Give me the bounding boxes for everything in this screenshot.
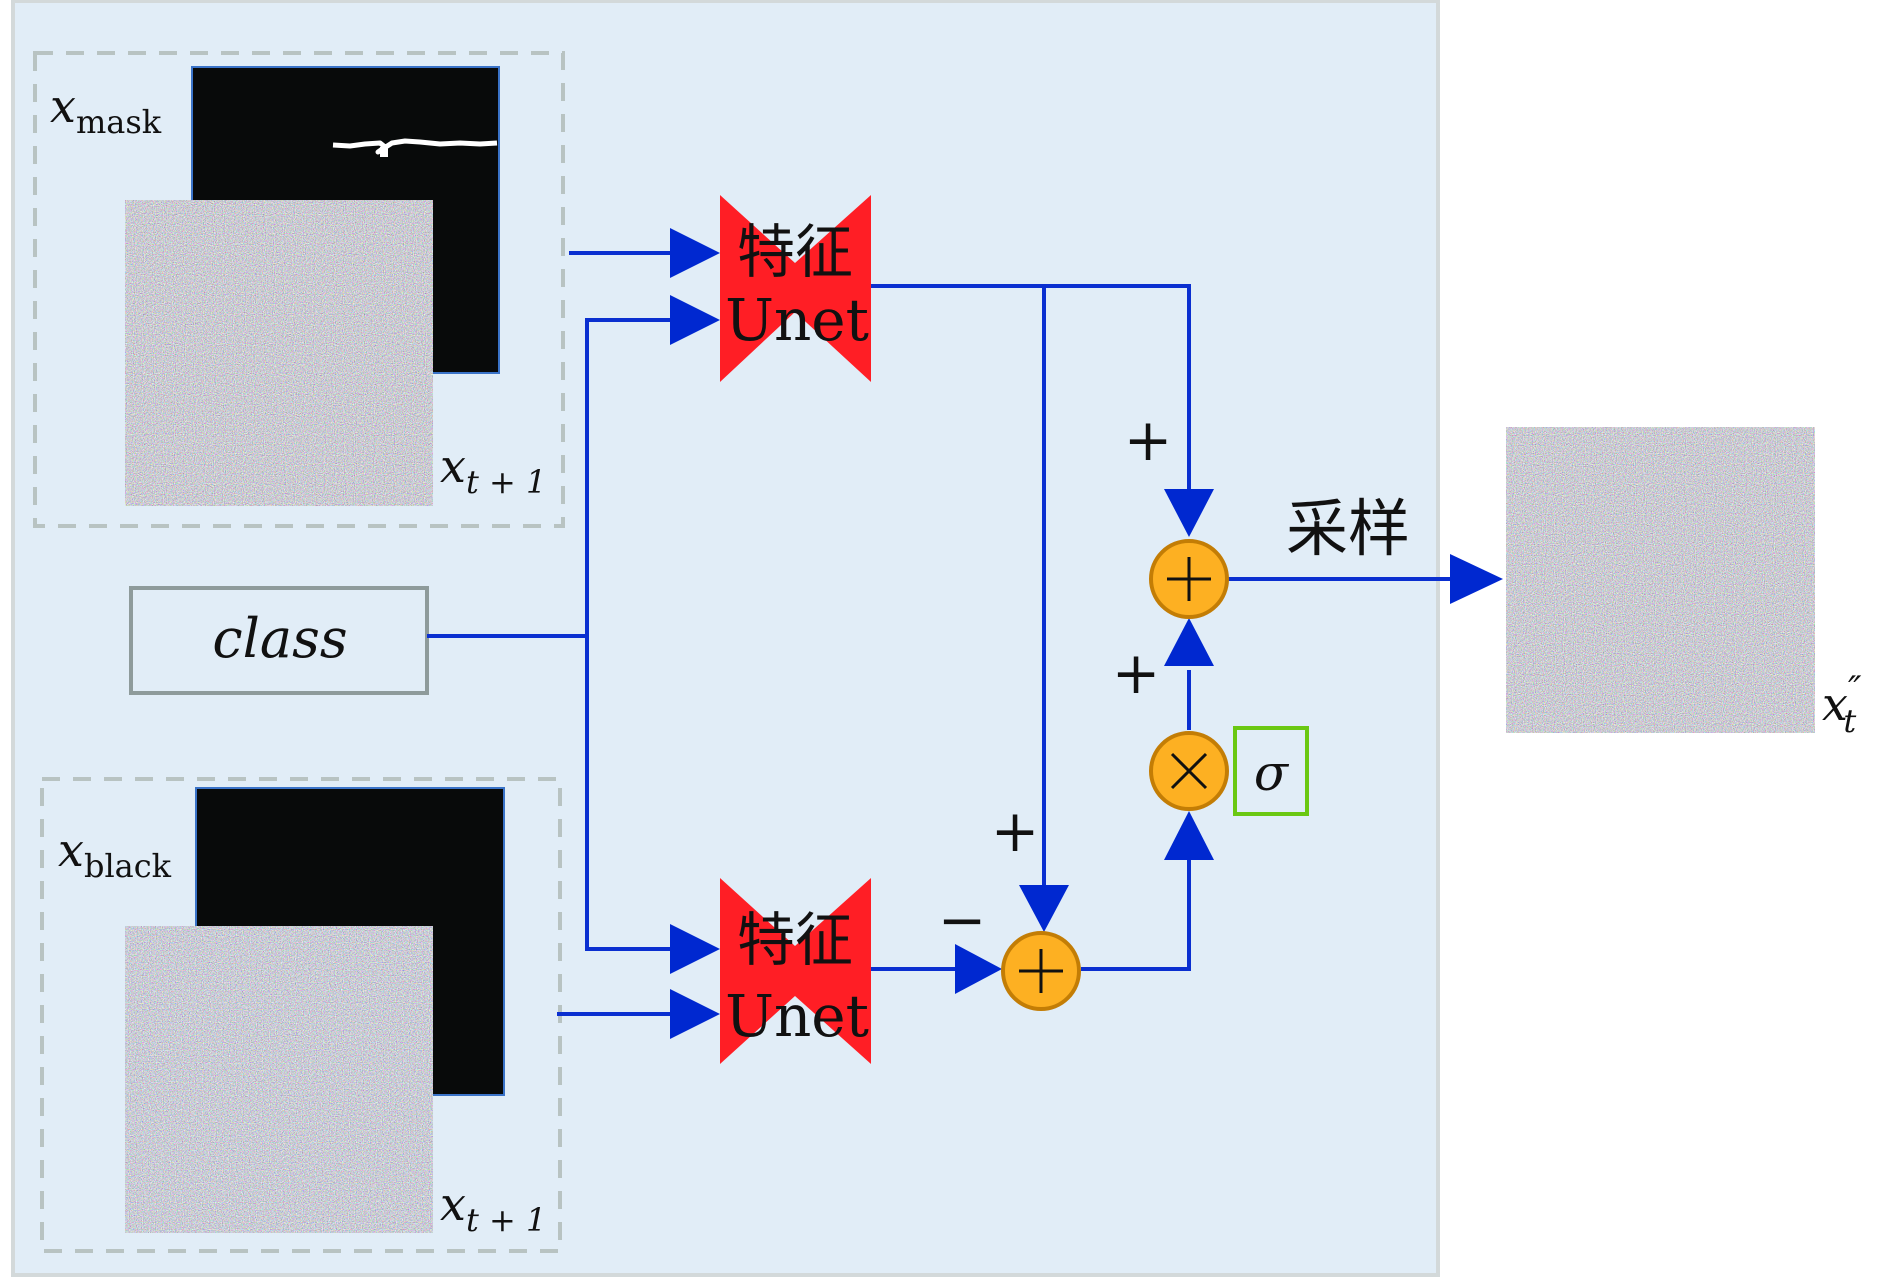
unet-label-cn: 特征 (737, 906, 853, 974)
arrowhead (670, 228, 720, 278)
unet-shape (720, 878, 871, 1064)
output-image[interactable] (1505, 426, 1816, 734)
sum-bottom-operator (1001, 931, 1081, 1011)
signs: + + + − (938, 406, 1173, 954)
noise-label-top: xt + 1 (440, 439, 546, 501)
top-input-group: xmask xt + 1 (33, 51, 565, 528)
class-input: class (129, 586, 429, 695)
multiply-operator (1149, 731, 1229, 811)
output-group: x″t (1505, 426, 1862, 740)
arrowhead (1450, 554, 1503, 604)
sigma-label: σ (1254, 744, 1290, 802)
noise-image-top[interactable] (124, 199, 434, 507)
unet-label-en: Unet (725, 286, 869, 354)
sign-minus-bottom: − (938, 886, 987, 954)
sigma-box[interactable]: σ (1233, 726, 1309, 816)
times-icon (1170, 752, 1208, 790)
wires (427, 228, 1503, 1039)
wire-bus-up (585, 318, 675, 636)
class-box[interactable] (129, 586, 429, 695)
sampling-label: 采样 (1286, 492, 1410, 565)
arrowhead (1164, 811, 1214, 860)
bottom-input-group: xblack xt + 1 (40, 777, 562, 1253)
wire-top-unet-out (871, 284, 1191, 492)
unet-bottom[interactable]: 特征 Unet (720, 878, 871, 1064)
mask-crack (332, 138, 498, 155)
arrowhead (670, 989, 720, 1039)
class-label: class (212, 607, 347, 670)
wire-bus-down (585, 636, 675, 951)
unet-top[interactable]: 特征 Unet (720, 195, 871, 382)
noise-image-bottom[interactable] (124, 925, 434, 1234)
arrowhead (670, 924, 720, 974)
arrowhead (1019, 885, 1069, 932)
sign-plus-top: + (1124, 406, 1173, 474)
unet-label-en: Unet (725, 982, 869, 1050)
sign-plus-bottom: + (991, 797, 1040, 865)
mask-crack-blob (380, 147, 388, 157)
arrowhead (1164, 618, 1214, 666)
sigma-frame (1233, 726, 1309, 816)
sum-top-operator (1149, 539, 1229, 619)
black-label: xblack (58, 823, 172, 885)
mask-label: xmask (50, 79, 162, 141)
noise-label-bottom: xt + 1 (440, 1177, 546, 1239)
sign-plus-sigma: + (1112, 639, 1161, 707)
arrowhead (1164, 489, 1214, 537)
top-dashed-box (33, 51, 565, 528)
unet-label-cn: 特征 (737, 218, 853, 286)
wire-bottom-sum-out (1081, 860, 1191, 971)
unet-shape (720, 195, 871, 382)
arrowhead (670, 295, 720, 345)
arrowhead (955, 944, 1002, 994)
output-label: x″t (1822, 670, 1862, 740)
